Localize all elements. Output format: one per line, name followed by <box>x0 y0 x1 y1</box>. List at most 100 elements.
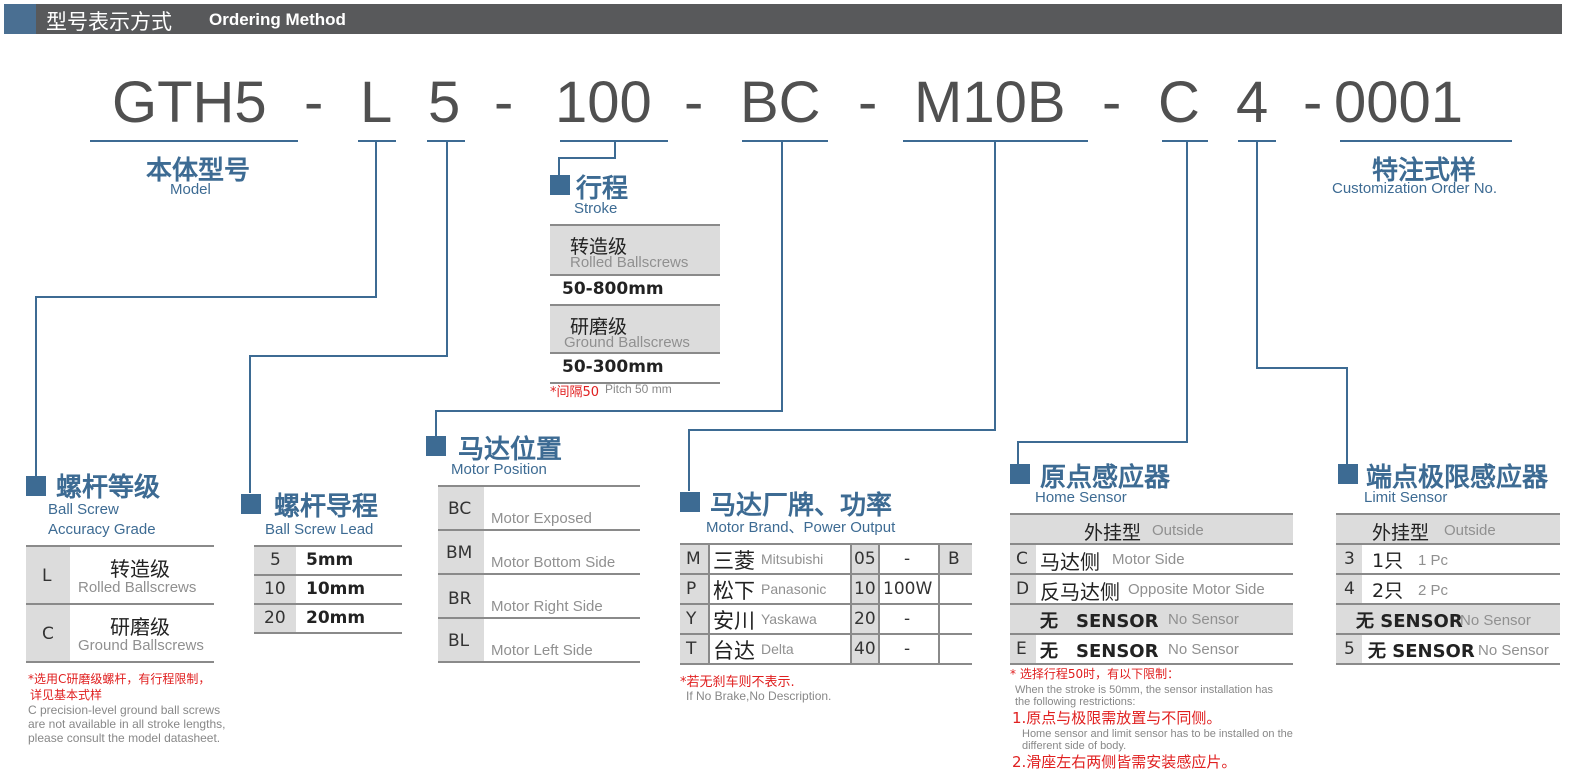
limit-table: 外挂型 Outside 3 1只 1 Pc 4 2只 2 Pc 无 SENSOR… <box>1336 513 1560 665</box>
lead-row: 10 10mm <box>254 576 402 605</box>
grade-note-zh-1: *选用C研磨级螺杆，有行程限制， <box>28 672 211 686</box>
home-header-row: 外挂型 Outside <box>1010 515 1293 545</box>
stroke-table: 转造级 Rolled Ballscrews 50-800mm 研磨级 Groun… <box>550 224 720 384</box>
custom-label-en: Customization Order No. <box>1332 180 1498 197</box>
motorpos-row: BM Motor Bottom Side <box>438 531 640 575</box>
brand-code: M <box>686 549 701 569</box>
model-label-en: Model <box>170 181 211 198</box>
stroke-title-zh: 行程 <box>576 174 629 204</box>
home-en: Motor Side <box>1112 551 1185 568</box>
motorpos-row: BC Motor Exposed <box>438 487 640 531</box>
limit-zh: 无 SENSOR <box>1368 641 1475 662</box>
limit-en: No Sensor <box>1460 612 1531 629</box>
limit-code: 5 <box>1344 639 1355 659</box>
home-table: 外挂型 Outside C 马达侧 Motor Side D 反马达侧 Oppo… <box>1010 513 1293 665</box>
code-dash: - <box>1303 70 1323 135</box>
limit-head-en: Outside <box>1444 522 1496 539</box>
home-row: 无 SENSOR No Sensor <box>1010 605 1293 635</box>
grade-table: L 转造级 Rolled Ballscrews C 研磨级 Ground Bal… <box>26 545 214 663</box>
stroke-title-en: Stroke <box>574 200 618 217</box>
motorpos-desc: Motor Exposed <box>491 510 592 527</box>
limit-row: 3 1只 1 Pc <box>1336 545 1560 575</box>
brand-power: - <box>904 609 911 629</box>
home-code: E <box>1016 639 1027 659</box>
motorpos-code: BR <box>448 589 472 609</box>
brand-code: T <box>686 639 697 659</box>
stroke-range: 50-800mm <box>562 279 664 299</box>
brand-num: 20 <box>854 609 876 629</box>
brand-title-zh: 马达厂牌、功率 <box>710 491 893 521</box>
limit-en: No Sensor <box>1478 642 1549 659</box>
code-dash: - <box>304 70 324 135</box>
limit-title-zh: 端点极限感应器 <box>1366 463 1549 493</box>
grade-row: L 转造级 Rolled Ballscrews <box>26 547 214 605</box>
motorpos-code: BC <box>448 499 472 519</box>
brand-en: Delta <box>761 641 794 657</box>
home-note-7: 2.滑座左右两侧皆需安装感应片。 <box>1012 753 1237 771</box>
underline-l <box>358 140 396 142</box>
stroke-note-zh: *间隔50 <box>550 385 600 400</box>
brand-power: - <box>904 639 911 659</box>
brand-power: 100W <box>883 579 933 599</box>
grade-row: C 研磨级 Ground Ballscrews <box>26 605 214 663</box>
stroke-row-range: 50-800mm <box>550 274 720 306</box>
brand-num: 40 <box>854 639 876 659</box>
limit-title-en: Limit Sensor <box>1364 489 1448 506</box>
brand-square-icon <box>680 492 700 512</box>
code-dash: - <box>858 70 878 135</box>
motorpos-desc: Motor Left Side <box>491 642 593 659</box>
limit-row: 无 SENSOR No Sensor <box>1336 605 1560 635</box>
code-4: 4 <box>1236 70 1269 135</box>
limit-zh: 2只 <box>1372 580 1404 602</box>
lead-code: 10 <box>264 579 286 599</box>
home-note-6: different side of body. <box>1022 740 1127 752</box>
code-0001: 0001 <box>1334 70 1464 135</box>
limit-row: 5 无 SENSOR No Sensor <box>1336 635 1560 665</box>
home-code: C <box>1016 549 1028 569</box>
grade-zh: 转造级 <box>110 557 170 581</box>
home-note-1: * 选择行程50时，有以下限制： <box>1010 667 1180 681</box>
home-code: D <box>1016 579 1030 599</box>
grade-note-en-1: C precision-level ground ball screws <box>28 703 221 717</box>
home-zh: 马达侧 <box>1040 550 1100 574</box>
home-zh: 无 SENSOR <box>1040 641 1159 662</box>
brand-code: P <box>686 579 697 599</box>
header-accent <box>4 4 36 34</box>
lead-code: 20 <box>264 608 286 628</box>
model-label-zh: 本体型号 <box>146 156 251 186</box>
lead-table: 5 5mm 10 10mm 20 20mm <box>254 545 402 634</box>
home-row: E 无 SENSOR No Sensor <box>1010 635 1293 665</box>
code-dash: - <box>494 70 514 135</box>
motorpos-row: BL Motor Left Side <box>438 619 640 663</box>
motorpos-desc: Motor Bottom Side <box>491 554 616 571</box>
home-title-zh: 原点感应器 <box>1040 463 1171 493</box>
grade-title-en-1: Ball Screw <box>48 501 119 518</box>
stroke-row-header: 研磨级 Ground Ballscrews <box>550 306 720 352</box>
brand-row: Y 安川 Yaskawa 20 - <box>680 605 972 635</box>
motorpos-code: BM <box>446 543 473 563</box>
brand-table: M 三菱 Mitsubishi 05 - B P 松下 Panasonic 10… <box>680 543 972 665</box>
code-c: C <box>1158 70 1200 135</box>
grade-zh: 研磨级 <box>110 615 170 639</box>
underline-bc <box>742 140 828 142</box>
brand-row: P 松下 Panasonic 10 100W <box>680 575 972 605</box>
underline-gth5 <box>90 140 298 142</box>
custom-label-zh: 特注式样 <box>1372 156 1477 186</box>
grade-square-icon <box>26 476 46 496</box>
home-note-4: 1.原点与极限需放置与不同侧。 <box>1012 709 1222 727</box>
motorpos-table: BC Motor Exposed BM Motor Bottom Side BR… <box>438 485 640 663</box>
grade-code: L <box>42 566 52 586</box>
brand-zh: 三菱 <box>713 549 755 573</box>
code-l: L <box>360 70 393 135</box>
home-zh: 反马达侧 <box>1040 580 1120 604</box>
header-title-zh: 型号表示方式 <box>46 10 172 34</box>
motorpos-title-en: Motor Position <box>451 461 547 478</box>
home-zh: 无 SENSOR <box>1040 611 1159 632</box>
motorpos-title-zh: 马达位置 <box>458 435 563 465</box>
brand-row: M 三菱 Mitsubishi 05 - B <box>680 545 972 575</box>
home-en: Opposite Motor Side <box>1128 581 1265 598</box>
brand-zh: 松下 <box>713 579 755 603</box>
code-m10b: M10B <box>914 70 1066 135</box>
stroke-row-zh: 研磨级 <box>570 316 628 338</box>
motorpos-square-icon <box>426 436 446 456</box>
